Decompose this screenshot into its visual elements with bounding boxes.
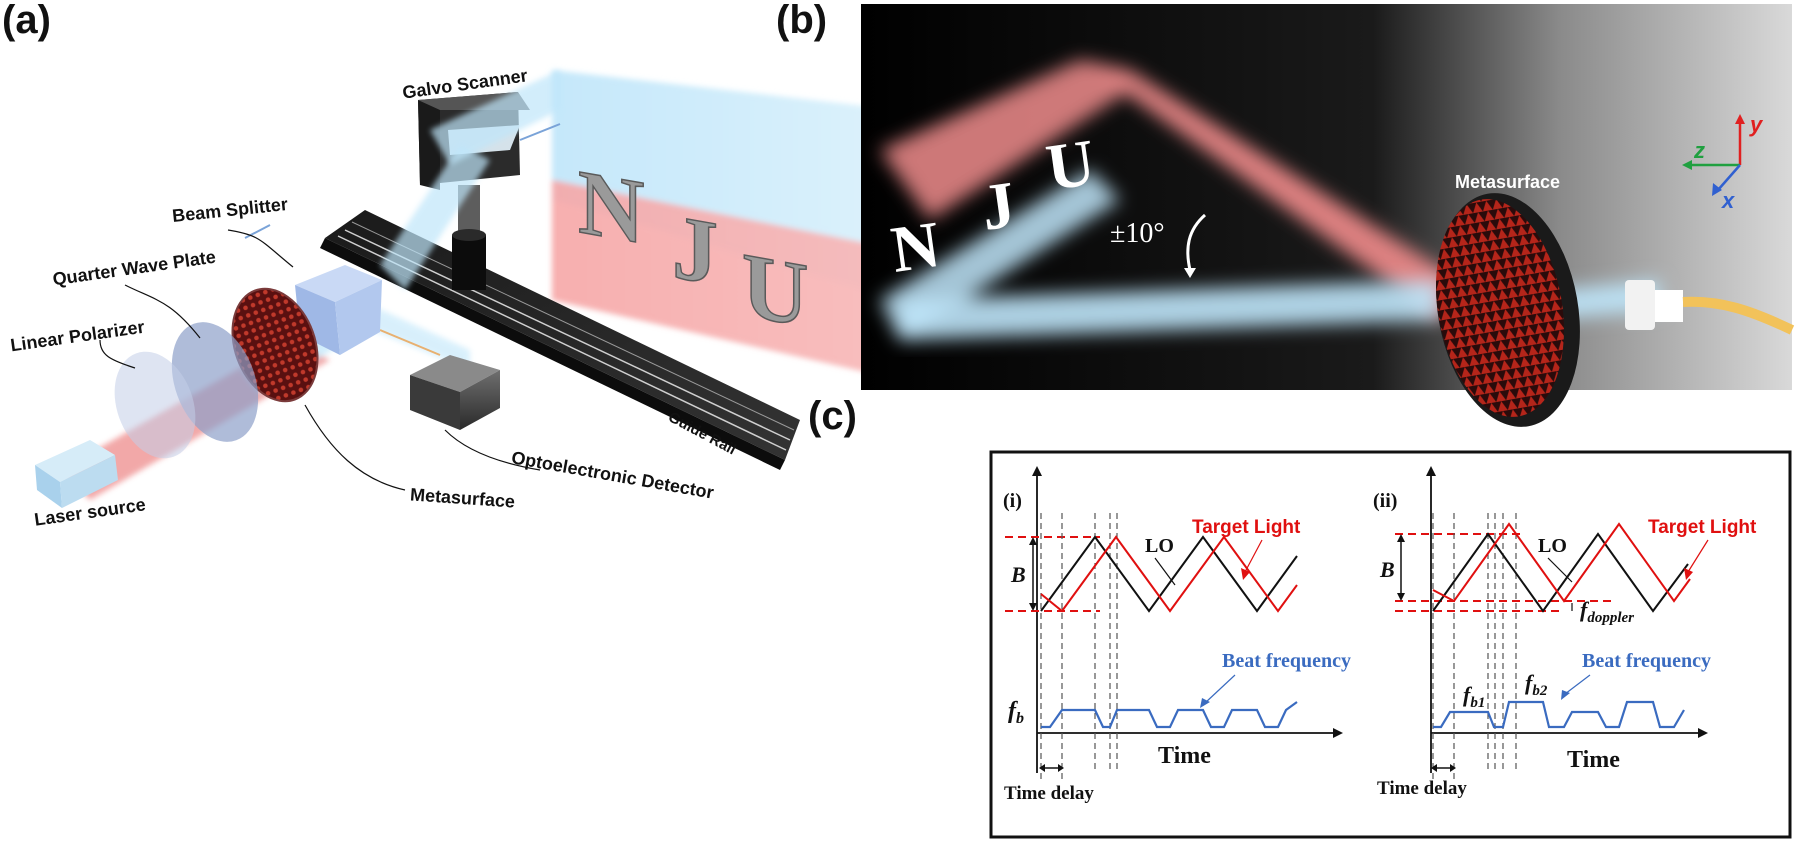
sub-ii-target-label: Target Light: [1648, 517, 1757, 538]
letter-j: J: [672, 195, 718, 305]
sub-i-target-wave: [1040, 535, 1298, 613]
sub-ii-time-label: Time: [1567, 747, 1620, 773]
sub-i-lo-wave: [1040, 535, 1298, 613]
sub-i-time-label: Time: [1158, 743, 1211, 769]
axis-z-label: z: [1693, 138, 1705, 163]
sub-i-beat-wave: [1041, 701, 1298, 729]
letter-n: N: [578, 151, 644, 265]
sub-i-time-delay: Time delay: [1004, 783, 1094, 804]
linear-polarizer: [114, 351, 196, 459]
letter-u-b: U: [1042, 126, 1099, 205]
sub-i-lo-label: LO: [1145, 535, 1174, 557]
red-beam: [880, 60, 1475, 320]
sub-i-tag: (i): [1003, 490, 1022, 512]
sub-ii-fb1-label: fb1: [1463, 682, 1485, 711]
laser-source-box: [35, 440, 118, 508]
sub-ii-time-delay: Time delay: [1377, 778, 1467, 799]
sub-ii-doppler-label: fdoppler: [1580, 597, 1634, 626]
angle-label: ±10°: [1110, 218, 1165, 249]
sub-ii-bandwidth: B: [1379, 557, 1395, 582]
sub-i-target-label: Target Light: [1192, 517, 1301, 538]
fiber-connector: [1625, 280, 1795, 335]
axis-triad: y z x: [1682, 112, 1764, 213]
axis-y-label: y: [1749, 112, 1764, 137]
sub-ii-lo-wave: [1432, 532, 1689, 613]
panel-letter-b: (b): [776, 0, 828, 42]
sub-i-bandwidth: B: [1010, 562, 1026, 587]
target-screen: [552, 70, 900, 380]
panel-letter-c: (c): [808, 394, 857, 438]
sub-ii-beat-wave: [1433, 700, 1685, 729]
blue-beam: [880, 170, 1660, 340]
leader-lines: [99, 229, 541, 491]
angle-arrow: [1186, 213, 1207, 271]
letter-u: U: [742, 233, 808, 347]
sub-i-beat-label: Beat frequency: [1222, 650, 1351, 672]
metasurface-label-b: Metasurface: [1455, 172, 1560, 192]
sub-ii-lo-label: LO: [1538, 535, 1567, 557]
sub-ii: (ii) B LO Target Light: [1373, 466, 1757, 799]
sub-i: (i) B LO Target Light: [1003, 466, 1351, 804]
axis-x-label: x: [1721, 188, 1735, 213]
sub-ii-fb2-label: fb2: [1525, 670, 1548, 699]
sub-i-fb-label: fb: [1008, 698, 1024, 727]
sub-ii-tag: (ii): [1373, 490, 1397, 512]
metasurface-disc-b: [1436, 193, 1580, 427]
sub-ii-target-wave: [1432, 522, 1691, 603]
panel-c-border: [989, 450, 1792, 839]
letter-j-b: J: [977, 168, 1020, 245]
beams: [244, 70, 561, 370]
panel-a-illustration: N J U: [35, 70, 900, 508]
panel-letter-a: (a): [2, 0, 51, 42]
optoelectronic-detector-box: [410, 355, 500, 430]
sub-ii-beat-label: Beat frequency: [1582, 650, 1711, 672]
nju-letters-3d: N J U: [577, 150, 809, 348]
panel-b-background: [861, 4, 1792, 390]
